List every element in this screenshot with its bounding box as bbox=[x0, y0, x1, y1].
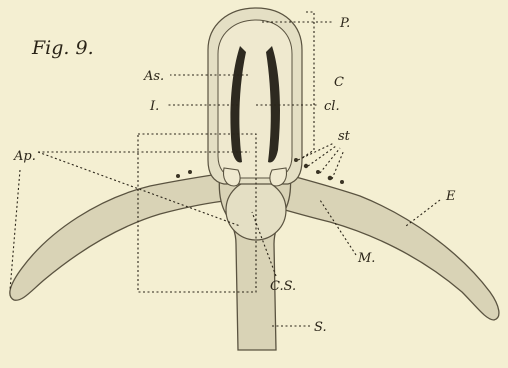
label-ap: Ap. bbox=[13, 149, 36, 164]
label-c: C bbox=[334, 75, 344, 90]
label-e: E bbox=[445, 189, 456, 204]
right-arm bbox=[270, 170, 499, 320]
capsule-inner bbox=[218, 20, 292, 178]
label-as: As. bbox=[143, 69, 164, 84]
label-cl: cl. bbox=[324, 99, 340, 114]
label-i: I. bbox=[149, 99, 159, 114]
label-p: P. bbox=[339, 16, 350, 31]
label-s: S. bbox=[314, 320, 327, 335]
label-st: st bbox=[338, 129, 351, 144]
left-arm bbox=[10, 172, 232, 300]
label-cs: C.S. bbox=[270, 279, 296, 294]
figure-title: Fig. 9. bbox=[31, 37, 94, 59]
label-m: M. bbox=[357, 251, 375, 266]
